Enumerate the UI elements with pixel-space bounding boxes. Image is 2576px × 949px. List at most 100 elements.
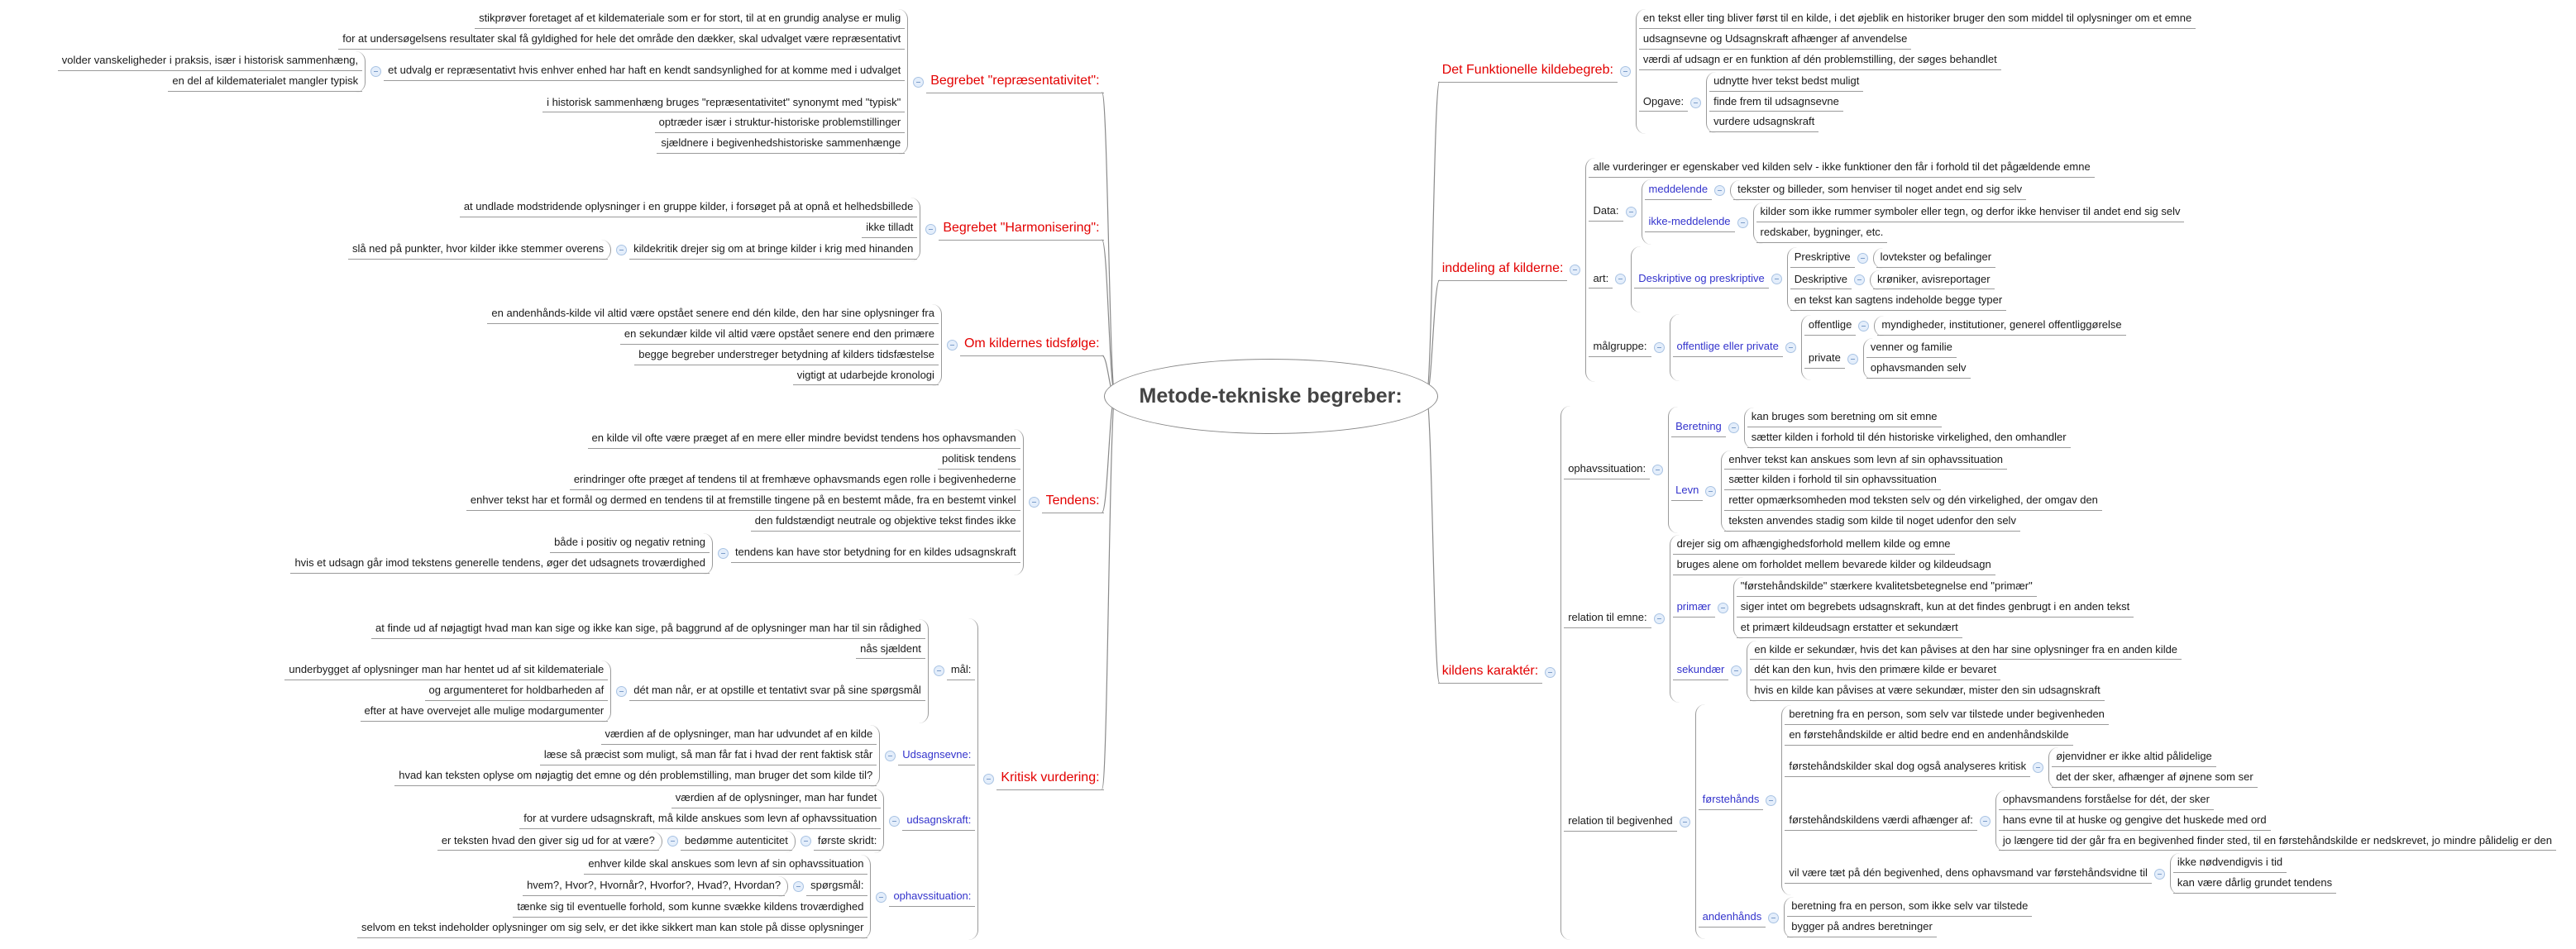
node-label[interactable]: bygger på andres beretninger	[1787, 918, 1937, 937]
node-label[interactable]: offentlige eller private	[1672, 338, 1783, 358]
node-label[interactable]: primær	[1672, 598, 1715, 618]
node-label[interactable]: vurdere udsagnskraft	[1709, 113, 1819, 133]
node-label[interactable]: redskaber, bygninger, etc.	[1756, 224, 1888, 243]
node-label[interactable]: mål:	[946, 661, 976, 681]
node-label[interactable]: relation til emne:	[1564, 609, 1651, 629]
node-label[interactable]: spørgsmål:	[806, 877, 868, 897]
node-label[interactable]: værdien af de oplysninger, man har udvun…	[600, 726, 877, 745]
node-label[interactable]: retter opmærksomheden mod teksten selv o…	[1724, 492, 2102, 512]
node-label[interactable]: er teksten hvad den giver sig ud for at …	[437, 832, 659, 851]
node-label[interactable]: optræder især i struktur-historiske prob…	[654, 114, 906, 134]
fold-icon[interactable]	[1979, 815, 1991, 827]
branch-label[interactable]: Kritisk vurdering:	[996, 768, 1104, 790]
node-label[interactable]: øjenvidner er ikke altid pålidelige	[2052, 748, 2216, 767]
fold-icon[interactable]	[1847, 353, 1858, 365]
fold-icon[interactable]	[616, 244, 628, 255]
node-label[interactable]: relation til begivenhed	[1564, 813, 1677, 832]
node-label[interactable]: ikke-meddelende	[1644, 213, 1735, 233]
node-label[interactable]: både i positiv og negativ retning	[550, 534, 710, 553]
node-label[interactable]: kildekritik drejer sig om at bringe kild…	[629, 241, 918, 260]
node-label[interactable]: hans evne til at huske og gengive det hu…	[1998, 812, 2271, 831]
node-label[interactable]: selvom en tekst indeholder oplysninger o…	[356, 919, 868, 938]
fold-icon[interactable]	[1653, 342, 1665, 354]
node-label[interactable]: meddelende	[1644, 181, 1713, 200]
branch-label[interactable]: kildens karaktér:	[1437, 661, 1543, 684]
node-label[interactable]: Udsagnsevne:	[898, 746, 976, 765]
fold-icon[interactable]	[717, 548, 729, 560]
node-label[interactable]: sætter kilden i forhold til sin ophavssi…	[1724, 471, 1941, 491]
node-label[interactable]: enhver tekst kan anskues som levn af sin…	[1724, 451, 2008, 470]
node-label[interactable]: hvis en kilde kan påvises at være sekund…	[1750, 682, 2105, 702]
node-label[interactable]: nås sjældent	[856, 641, 925, 660]
node-label[interactable]: førstehåndskilder skal dog også analyser…	[1785, 758, 2031, 778]
fold-icon[interactable]	[800, 836, 811, 847]
node-label[interactable]: kan være dårlig grundet tendens	[2172, 875, 2337, 894]
node-label[interactable]: det der sker, afhænger af øjnene som ser	[2052, 769, 2258, 788]
node-label[interactable]: dét man når, er at opstille et tentativt…	[629, 682, 925, 702]
node-label[interactable]: en kilde er sekundær, hvis det kan påvis…	[1750, 641, 2182, 660]
branch-label[interactable]: Om kildernes tidsfølge:	[959, 334, 1104, 357]
fold-icon[interactable]	[1737, 217, 1748, 229]
fold-icon[interactable]	[1705, 485, 1717, 497]
node-label[interactable]: offentlige	[1804, 317, 1857, 336]
fold-icon[interactable]	[1619, 66, 1631, 78]
fold-icon[interactable]	[1858, 321, 1870, 332]
fold-icon[interactable]	[1771, 274, 1782, 285]
fold-icon[interactable]	[1545, 667, 1556, 679]
node-label[interactable]: Beretning	[1671, 418, 1726, 438]
node-label[interactable]: vigtigt at udarbejde kronologi	[792, 367, 939, 386]
node-label[interactable]: en tekst eller ting bliver først til en …	[1638, 10, 2196, 29]
node-label[interactable]: underbygget af oplysninger man har hente…	[284, 661, 609, 681]
node-label[interactable]: bedømme autenticitet	[680, 832, 792, 851]
node-label[interactable]: en sekundær kilde vil altid være opstået…	[619, 326, 939, 345]
node-label[interactable]: alle vurderinger er egenskaber ved kilde…	[1589, 159, 2095, 178]
node-label[interactable]: for at vurdere udsagnskraft, må kilde an…	[519, 810, 882, 829]
node-label[interactable]: Deskriptive og preskriptive	[1634, 270, 1769, 289]
fold-icon[interactable]	[2153, 868, 2165, 880]
node-label[interactable]: enhver tekst har et formål og dermed en …	[466, 492, 1020, 511]
node-label[interactable]: Preskriptive	[1790, 249, 1855, 268]
node-label[interactable]: kilder som ikke rummer symboler eller te…	[1756, 203, 2185, 222]
node-label[interactable]: første skridt:	[813, 832, 882, 851]
node-label[interactable]: begge begreber understreger betydning af…	[634, 346, 939, 365]
fold-icon[interactable]	[983, 773, 995, 784]
node-label[interactable]: volder vanskeligheder i praksis, især i …	[57, 52, 363, 71]
node-label[interactable]: en tekst kan sagtens indeholde begge typ…	[1790, 292, 2007, 312]
node-label[interactable]: ophavssituation:	[1564, 460, 1651, 479]
fold-icon[interactable]	[1714, 184, 1726, 196]
node-label[interactable]: lovtekster og befalinger	[1876, 249, 1996, 268]
fold-icon[interactable]	[667, 836, 678, 847]
branch-label[interactable]: Tendens:	[1041, 491, 1104, 513]
node-label[interactable]: beretning fra en person, som ikke selv v…	[1787, 898, 2033, 918]
node-label[interactable]: erindringer ofte præget af tendens til a…	[569, 471, 1020, 491]
node-label[interactable]: sætter kilden i forhold til dén historis…	[1747, 429, 2071, 448]
branch-label[interactable]: Begrebet "repræsentativitet":	[926, 71, 1104, 93]
node-label[interactable]: jo længere tid der går fra en begivenhed…	[1998, 832, 2556, 851]
node-label[interactable]: i historisk sammenhæng bruges "repræsent…	[542, 94, 906, 113]
node-label[interactable]: førstehånds	[1698, 791, 1764, 810]
node-label[interactable]: ophavssituation:	[889, 888, 976, 907]
node-label[interactable]: udsagnsevne og Udsagnskraft afhænger af …	[1638, 31, 1912, 50]
node-label[interactable]: Opgave:	[1638, 93, 1689, 112]
node-label[interactable]: værdien af de oplysninger, man har funde…	[671, 789, 882, 808]
node-label[interactable]: slå ned på punkter, hvor kilder ikke ste…	[347, 241, 609, 260]
node-label[interactable]: og argumenteret for holdbarheden af	[424, 682, 609, 702]
node-label[interactable]: andenhånds	[1698, 908, 1766, 928]
node-label[interactable]: "førstehåndskilde" stærkere kvalitetsbet…	[1736, 578, 2037, 597]
node-label[interactable]: hvem?, Hvor?, Hvornår?, Hvorfor?, Hvad?,…	[523, 877, 786, 897]
node-label[interactable]: et udvalg er repræsentativt hvis enhver …	[384, 62, 906, 82]
fold-icon[interactable]	[793, 881, 805, 893]
node-label[interactable]: teksten anvendes stadig som kilde til no…	[1724, 513, 2020, 532]
node-label[interactable]: siger intet om begrebets udsagnskraft, k…	[1736, 598, 2134, 618]
node-label[interactable]: førstehåndskildens værdi afhænger af:	[1785, 812, 1977, 831]
node-label[interactable]: ikke tilladt	[862, 219, 918, 238]
node-label[interactable]: ikke nødvendigvis i tid	[2172, 854, 2287, 874]
fold-icon[interactable]	[1717, 602, 1728, 613]
fold-icon[interactable]	[1690, 97, 1702, 108]
node-label[interactable]: udnytte hver tekst bedst muligt	[1709, 73, 1864, 92]
fold-icon[interactable]	[913, 76, 925, 88]
node-label[interactable]: stikprøver foretaget af et kildematerial…	[475, 10, 906, 29]
node-label[interactable]: en del af kildematerialet mangler typisk	[168, 73, 363, 92]
node-label[interactable]: vil være tæt på dén begivenhed, dens oph…	[1785, 865, 2152, 884]
node-label[interactable]: sjældnere i begivenhedshistoriske sammen…	[657, 135, 906, 155]
